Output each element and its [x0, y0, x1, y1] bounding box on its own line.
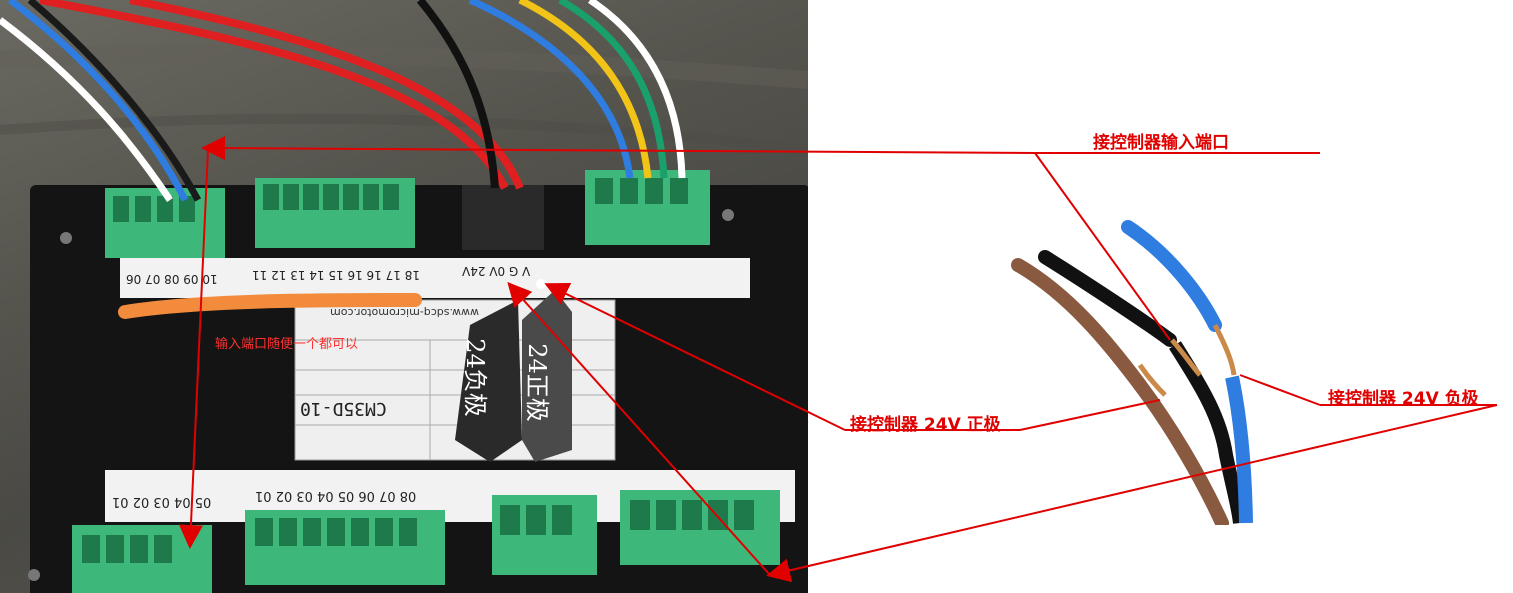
board-drawing	[0, 0, 808, 593]
input-note: 输入端口随便一个都可以	[215, 337, 359, 352]
wires-drawing	[1011, 220, 1253, 530]
callout-positive: 接控制器 24V 正极	[850, 415, 1001, 435]
pos-tag-shape	[522, 290, 572, 462]
neg-tag-shape	[455, 300, 522, 462]
power-wires-photo	[1000, 215, 1270, 530]
orange-marker	[118, 293, 422, 319]
top-label-strip	[120, 258, 750, 298]
power-connector	[462, 185, 544, 250]
callout-input-port: 接控制器输入端口	[1093, 133, 1229, 153]
callout-negative: 接控制器 24V 负极	[1328, 389, 1479, 409]
controller-board-photo: 10 09 08 07 06 18 17 16 16 15 14 13 12 1…	[0, 0, 808, 593]
